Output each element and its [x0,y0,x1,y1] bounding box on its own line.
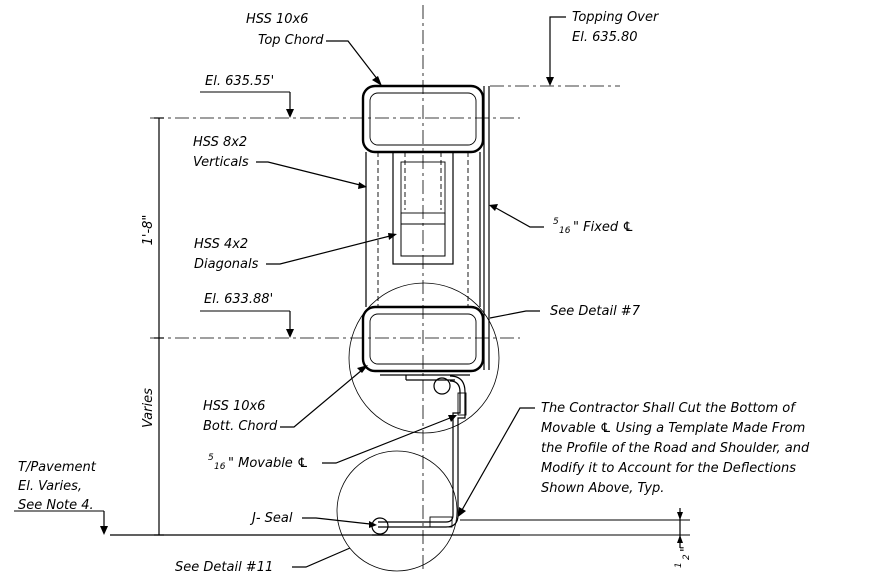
fixed-plate-frac-den: 16 [559,226,571,236]
bott-chord-label-1: HSS 10x6 [203,399,265,414]
topping-label-2: El. 635.80 [572,30,638,45]
fixed-plate-leader [495,207,544,228]
see-detail-7-label: See Detail #7 [550,304,641,319]
topping-leader [549,16,566,78]
j-seal-lower-bulb [371,517,389,535]
j-seal-upper-bulb [433,377,451,395]
pavement-label-3: See Note 4. [18,498,94,513]
verticals-label-2: Verticals [193,155,249,170]
verticals-label-1: HSS 8x2 [193,135,247,150]
note-arrow [458,507,466,517]
fixed-plate-arrow [489,204,498,211]
diagonals-label-2: Diagonals [194,257,259,272]
j-seal-arrow [369,521,377,528]
diagonals-leader [266,235,391,265]
pavement-arrow [100,526,108,535]
dim-height-text: 1'-8" [141,215,156,246]
top-chord-label-1: HSS 10x6 [246,12,308,27]
el-top-label: El. 635.55' [205,74,274,89]
movable-plate-arrow [448,415,457,422]
el-bottom-arrow [286,329,294,338]
pavement-label-2: El. Varies, [18,479,82,494]
diagonals-arrow [388,233,397,240]
diagonal-lower-box [400,212,446,257]
note-line-5: Shown Above, Typ. [541,481,664,496]
detail-7-circle [348,282,500,434]
bott-chord-arrow [357,365,368,373]
movable-plate-inner [378,380,461,523]
movable-frac-num: 5 [208,453,214,463]
dim-varies-text: Varies [141,388,156,428]
top-chord-leader [326,40,379,81]
bott-chord-label-2: Bott. Chord [203,419,278,434]
movable-plate [378,375,466,528]
half-dim-num: 1 [674,562,684,568]
note-line-2: Movable ℄ Using a Template Made From [541,421,805,436]
half-dim-arrow-bottom [677,535,683,543]
j-seal-label: J- Seal [249,511,293,526]
half-dim-den: 2 [682,554,692,560]
movable-plate-bracket [457,392,467,416]
note-line-4: Modify it to Account for the Deflections [541,461,796,476]
fixed-plate-label: " Fixed ℄ [573,220,634,235]
bottom-clip [429,516,453,528]
note-line-3: the Profile of the Road and Shoulder, an… [541,441,810,456]
top-chord-arrow [372,76,382,86]
fixed-plate-frac-num: 5 [553,217,559,227]
detail-11-circle [336,450,458,572]
half-dim-unit: " [679,546,694,552]
half-dim-arrow-top [677,512,683,520]
topping-label-1: Topping Over [572,10,660,25]
note-leader [461,407,535,511]
see-detail-7-leader [489,310,540,319]
diagonal-outer [392,151,454,265]
el-top-arrow [286,109,294,118]
see-detail-11-leader [292,547,351,568]
movable-plate-leader [322,417,451,464]
j-seal-leader [302,517,371,525]
note-line-1: The Contractor Shall Cut the Bottom of [541,401,797,416]
verticals-leader [256,161,361,186]
bott-chord-leader [280,369,363,428]
movable-frac-den: 16 [214,462,226,472]
diagonals-label-1: HSS 4x2 [194,237,248,252]
pavement-label-1: T/Pavement [18,460,97,475]
movable-plate-label: " Movable ℄ [228,456,309,471]
bottom-chord-outer [361,305,485,373]
verticals-arrow [358,182,367,189]
see-detail-11-label: See Detail #11 [175,560,273,575]
el-bottom-label: El. 633.88' [204,292,273,307]
top-chord-label-2: Top Chord [258,33,324,48]
top-chord-inner [369,92,477,146]
bottom-chord-inner [369,313,477,365]
topping-arrow [546,77,554,86]
